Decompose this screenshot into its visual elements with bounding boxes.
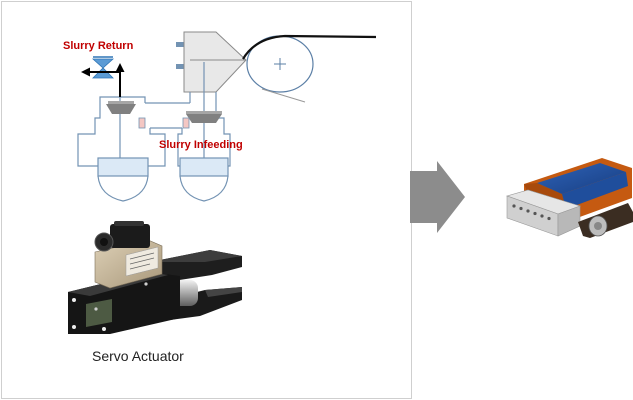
- return-tank-wall-left: [77, 96, 146, 167]
- slot-die-hole: [512, 204, 516, 208]
- slot-die-hole: [533, 211, 537, 216]
- slurry-infeeding-label: Slurry Infeeding: [159, 139, 243, 151]
- actuator-label-line: [129, 263, 151, 270]
- slot-die-hole: [547, 216, 551, 221]
- return-flow-arrow: [81, 63, 125, 97]
- actuator-connector-body: [110, 224, 150, 248]
- substrate-return-line: [261, 88, 306, 103]
- coating-sheet: [537, 163, 626, 194]
- actuator-label-line: [129, 257, 155, 265]
- return-tank: [77, 96, 166, 202]
- return-seal: [138, 117, 146, 129]
- return-tank-bottom: [97, 175, 149, 202]
- slot-die-hole: [519, 206, 523, 211]
- coating-roller: [242, 34, 377, 103]
- actuator-lower-rail-face: [205, 287, 242, 297]
- infeeding-tank: [177, 62, 231, 202]
- valve-icon-upper: [91, 58, 115, 69]
- slot-die-hole: [526, 209, 530, 213]
- slot-die-rod-lower: [176, 64, 185, 69]
- slot-die-body: [183, 31, 247, 93]
- servo-actuator-caption: Servo Actuator: [92, 348, 184, 364]
- slurry-return-label: Slurry Return: [63, 40, 134, 52]
- slot-die-rod-upper: [176, 42, 185, 47]
- servo-actuator-illustration: [68, 221, 242, 334]
- coated-electrode-illustration: [506, 158, 633, 238]
- actuator-label-line: [129, 252, 155, 260]
- flow-arrow-right-icon: [410, 161, 465, 233]
- actuator-bolt: [144, 282, 148, 286]
- connecting-channel: [145, 102, 190, 129]
- arrow-up-icon: [115, 63, 125, 72]
- return-piston: [106, 104, 136, 114]
- arrow-left-icon: [81, 67, 90, 77]
- actuator-bolt: [72, 298, 76, 302]
- substrate-foil: [242, 34, 377, 60]
- coating-sheet-front: [562, 172, 628, 209]
- infeeding-tank-bottom: [179, 175, 229, 202]
- actuator-bolt: [94, 307, 98, 311]
- slot-die-hole: [540, 214, 544, 218]
- infeeding-piston: [186, 114, 222, 123]
- return-tank-wall-right: [148, 128, 166, 167]
- backing-roller-hub: [594, 222, 602, 230]
- return-piston-cap: [108, 101, 134, 104]
- infeeding-seal: [182, 117, 190, 129]
- actuator-connector-socket: [100, 238, 108, 246]
- actuator-connector-top: [114, 221, 144, 226]
- actuator-bolt: [102, 327, 106, 331]
- slot-die: [176, 31, 247, 93]
- slurry-coater-diagram: Slurry Return Slurry Infeeding: [63, 31, 377, 202]
- actuator-top-rail-face: [150, 250, 242, 262]
- actuator-bolt: [72, 325, 76, 329]
- return-tank-slurry: [97, 157, 149, 177]
- infeeding-tank-slurry: [179, 157, 229, 177]
- actuator-green-block: [86, 299, 112, 327]
- infeeding-piston-cap: [186, 111, 222, 114]
- infeeding-tank-wall-left: [177, 128, 183, 167]
